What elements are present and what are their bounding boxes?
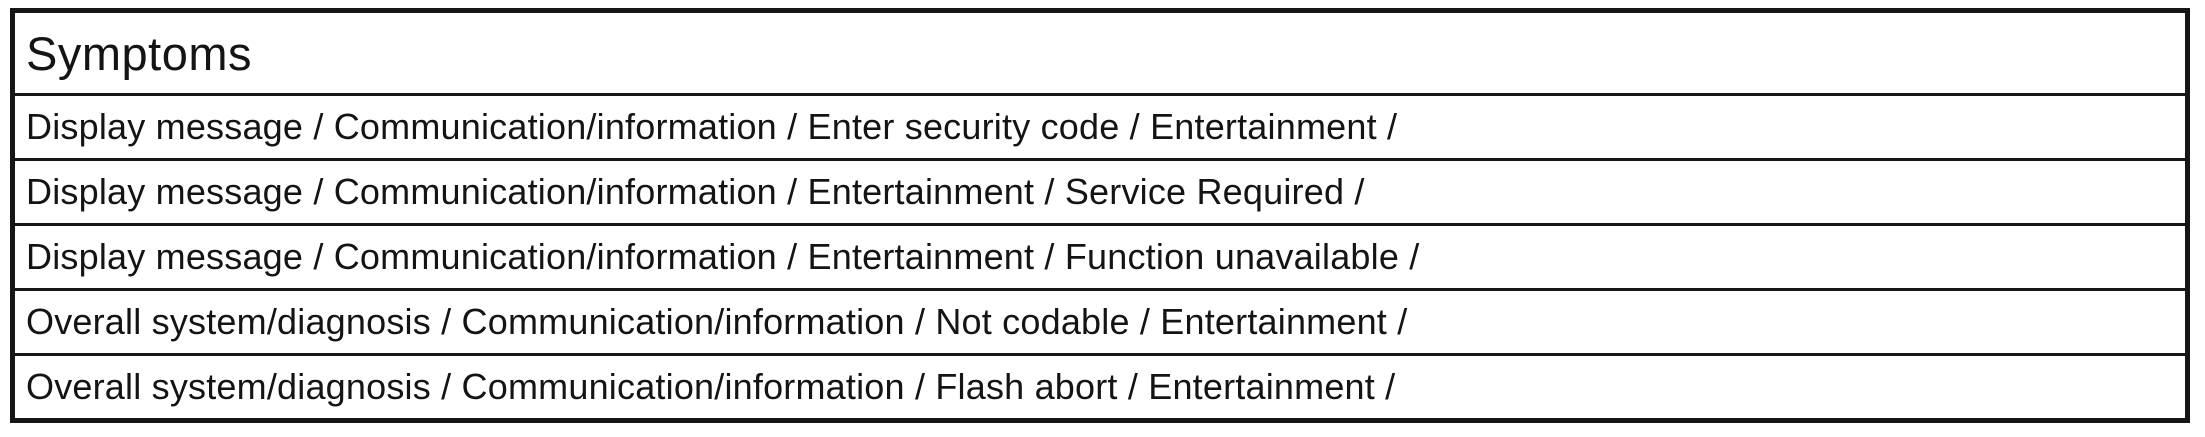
symptoms-table-body: Display message / Communication/informat… bbox=[12, 93, 2188, 421]
symptom-cell: Display message / Communication/informat… bbox=[12, 223, 2188, 290]
symptom-cell: Display message / Communication/informat… bbox=[12, 93, 2188, 160]
symptom-cell: Display message / Communication/informat… bbox=[12, 158, 2188, 225]
table-header-row: Symptoms bbox=[13, 11, 2188, 95]
table-row: Display message / Communication/informat… bbox=[12, 158, 2188, 225]
symptoms-table-head: Symptoms bbox=[13, 11, 2188, 95]
table-row: Overall system/diagnosis / Communication… bbox=[12, 353, 2188, 421]
table-row: Overall system/diagnosis / Communication… bbox=[12, 288, 2188, 355]
table-row: Display message / Communication/informat… bbox=[12, 93, 2188, 160]
table-row: Display message / Communication/informat… bbox=[12, 223, 2188, 290]
symptoms-header: Symptoms bbox=[26, 26, 252, 80]
symptom-cell: Overall system/diagnosis / Communication… bbox=[12, 288, 2188, 355]
symptom-cell: Overall system/diagnosis / Communication… bbox=[12, 353, 2188, 421]
symptoms-table: Symptoms Display message / Communication… bbox=[10, 8, 2190, 423]
